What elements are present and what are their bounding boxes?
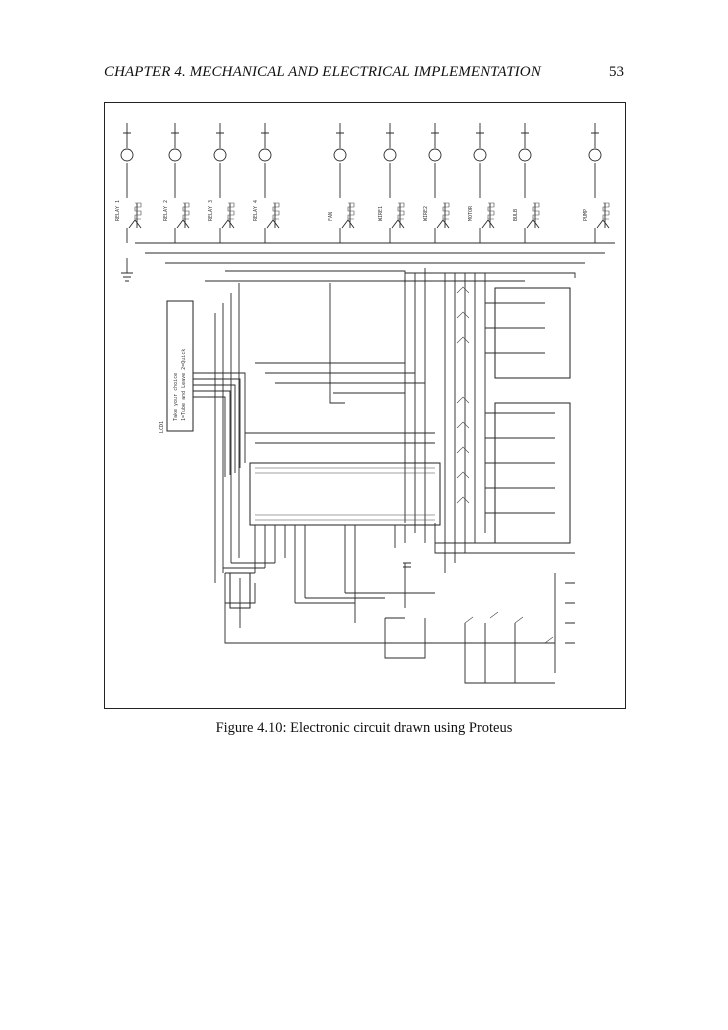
right-switch-column (434, 273, 575, 573)
relay-9: BULB (513, 123, 540, 243)
relay-label: RELAY 4 (253, 200, 259, 221)
microcontroller (223, 462, 441, 623)
relay-label: WIRE1 (378, 206, 384, 221)
relay-2: RELAY 2 (163, 123, 190, 243)
relay-label: WIRE2 (423, 206, 429, 221)
relay-label: BULB (513, 209, 519, 221)
relay-label: RELAY 3 (208, 200, 214, 221)
circuit-schematic: RELAY 1 RELAY 2 RELAY 3 RELAY 4 FAN WIRE1 WIRE… (115, 123, 615, 684)
lcd-label: LCD1 (159, 421, 165, 433)
relay-1: RELAY 1 (115, 123, 142, 243)
relay-5: FAN (328, 123, 355, 243)
relay-3: RELAY 3 (208, 123, 235, 243)
relay-bus-wires (135, 242, 615, 283)
relay-8: MOTOR (468, 123, 495, 243)
lcd-display: Take your choice 1=Tube and Leave 2=Quic… (159, 300, 246, 477)
relay-4: RELAY 4 (253, 123, 280, 243)
bottom-circuitry (224, 562, 575, 684)
relay-label: FAN (328, 212, 334, 221)
relay-row: RELAY 1 RELAY 2 RELAY 3 RELAY 4 FAN WIRE1 WIRE… (115, 123, 610, 243)
page-header: CHAPTER 4. MECHANICAL AND ELECTRICAL IMP… (104, 64, 624, 86)
figure-caption-text: Electronic circuit drawn using Proteus (290, 720, 513, 736)
relay-label: MOTOR (468, 205, 474, 221)
relay-label: PUMP (583, 209, 589, 221)
supply-left (121, 258, 133, 282)
figure-label: Figure 4.10: (215, 720, 287, 736)
wiring-center (214, 268, 435, 583)
lcd-line-2: 1=Tube and Leave 2=Quick (181, 349, 187, 421)
lcd-line-1: Take your choice (173, 373, 179, 421)
relay-6: WIRE1 (378, 123, 405, 243)
figure-caption: Figure 4.10: Electronic circuit drawn us… (0, 720, 728, 737)
relay-7: WIRE2 (423, 123, 450, 243)
relay-label: RELAY 2 (163, 200, 169, 221)
chapter-title: CHAPTER 4. MECHANICAL AND ELECTRICAL IMP… (104, 64, 541, 80)
relay-10: PUMP (583, 123, 610, 243)
relay-label: RELAY 1 (115, 200, 121, 221)
page-number: 53 (609, 64, 624, 80)
circuit-figure: RELAY 1 RELAY 2 RELAY 3 RELAY 4 FAN WIRE1 WIRE… (104, 102, 626, 709)
